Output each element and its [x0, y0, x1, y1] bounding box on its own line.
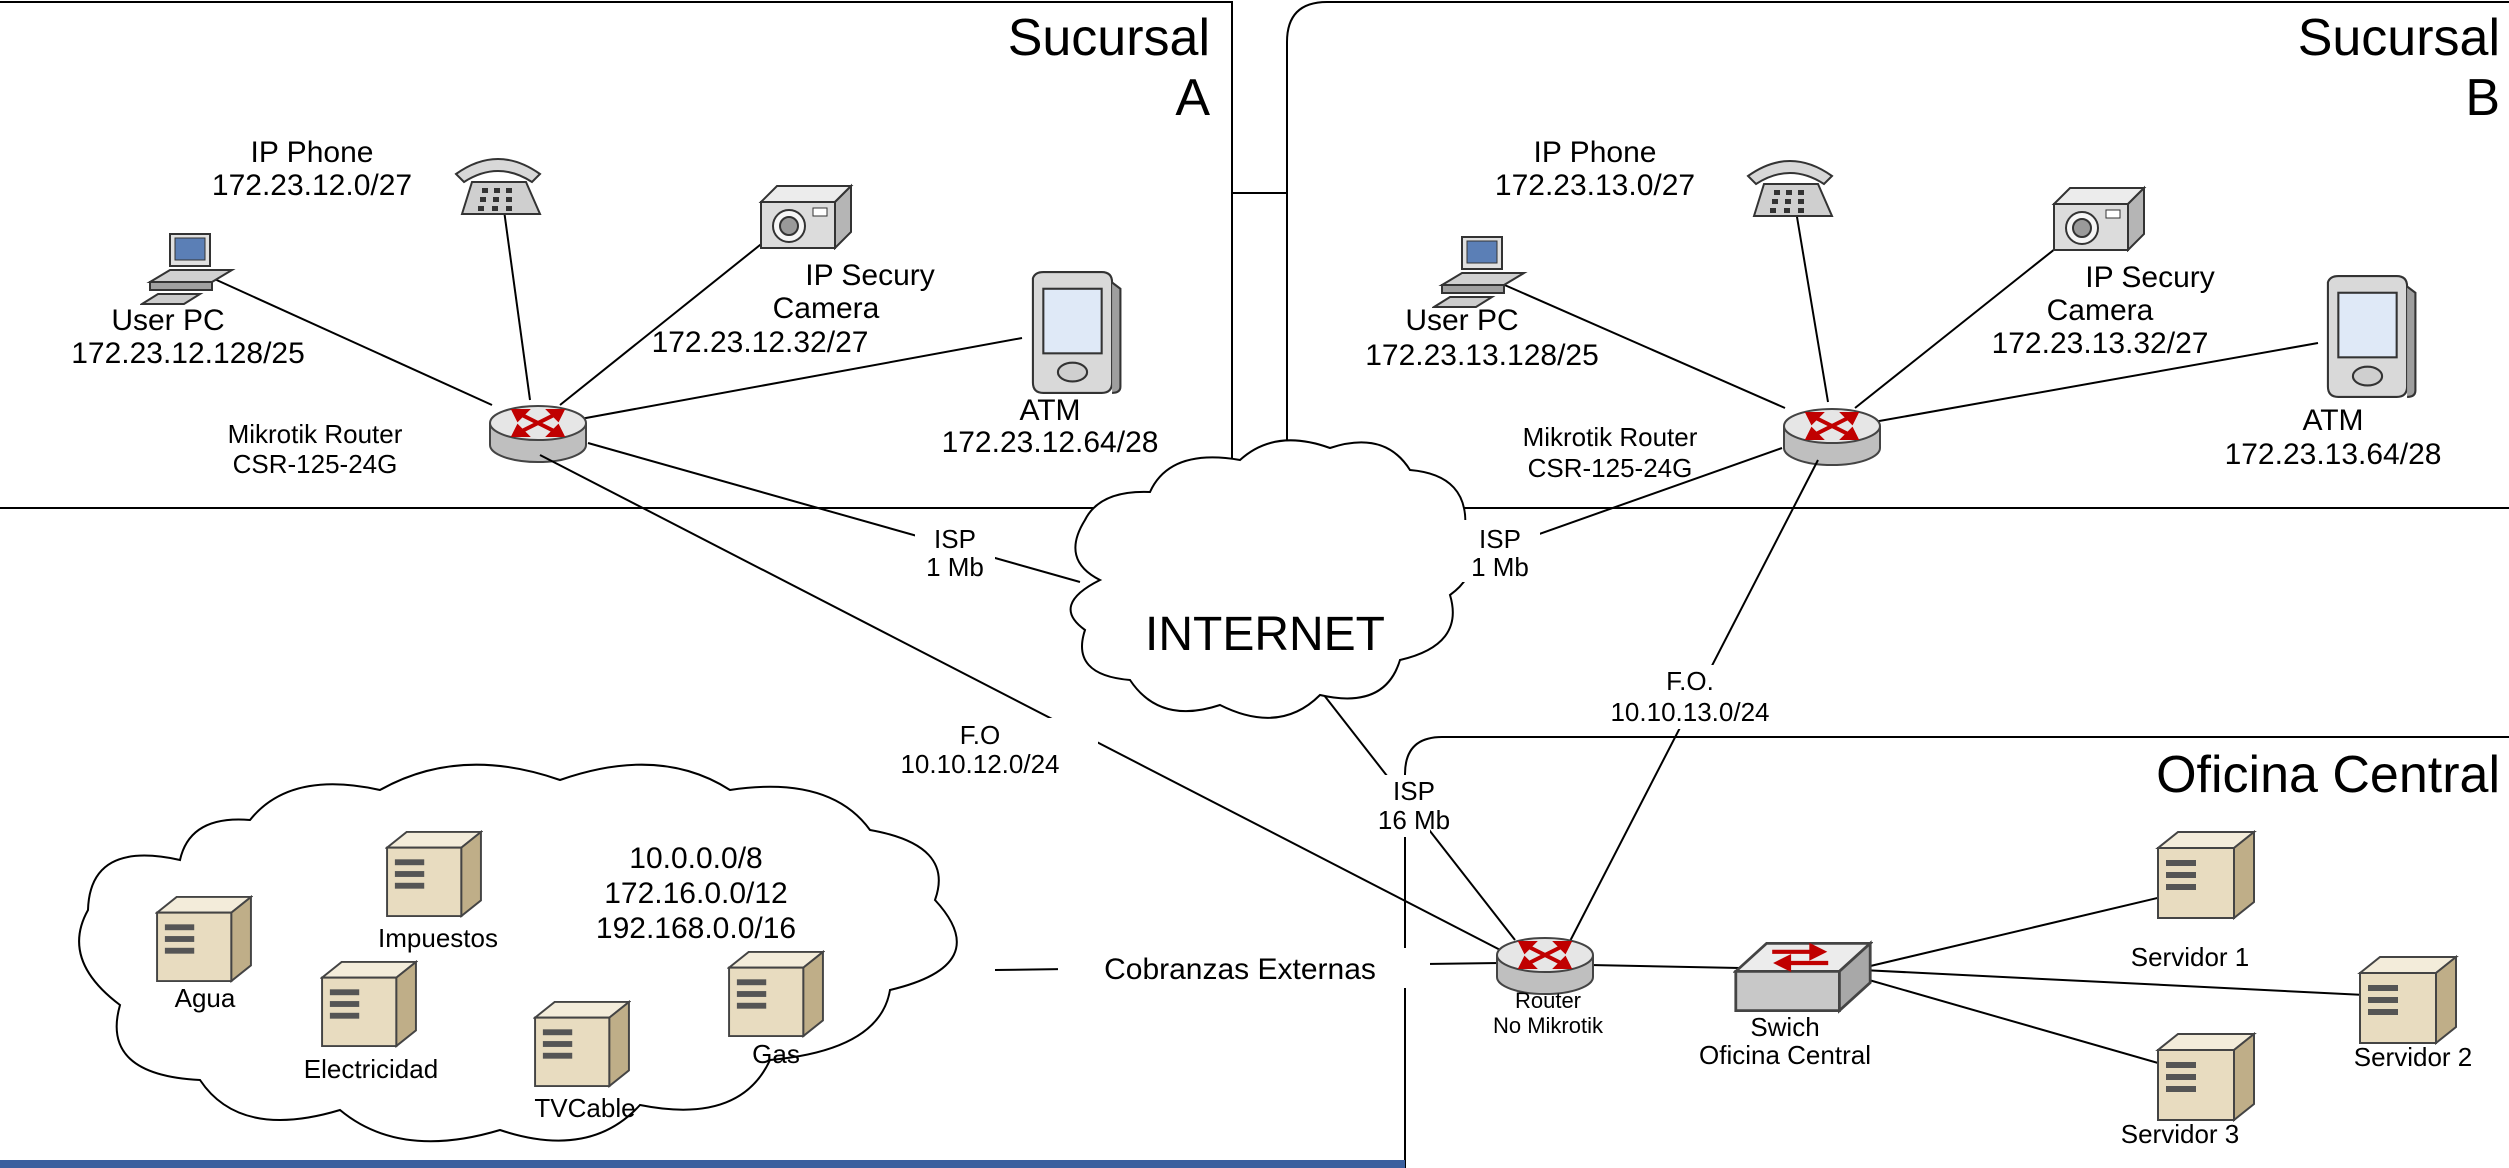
camera-icon — [2053, 187, 2145, 251]
site-b-atm-label: ATM — [2302, 404, 2363, 437]
link-a-camera — [559, 232, 776, 406]
site-a-phone-label: IP Phone — [251, 136, 374, 169]
server-icon — [2156, 830, 2256, 920]
svg-text:F.O: F.O — [960, 720, 1000, 750]
footer-bar — [0, 1160, 1405, 1168]
server-icon — [534, 1000, 630, 1088]
svg-text:ISP: ISP — [1393, 776, 1435, 806]
site-b-camera-ip: 172.23.13.32/27 — [1992, 327, 2209, 360]
link-b-atm — [1867, 342, 2319, 424]
svg-text:10.10.13.0/24: 10.10.13.0/24 — [1610, 697, 1769, 727]
link-switch-server-2 — [1861, 969, 2366, 996]
camera-icon — [760, 185, 852, 249]
server-icon — [156, 895, 252, 983]
isp-b-label: ISP 1 Mb — [1460, 520, 1540, 582]
router-icon — [488, 404, 588, 464]
site-b-title-1: Sucursal — [2298, 9, 2500, 67]
link-a-pc — [209, 276, 493, 406]
link-a-phone — [502, 202, 531, 401]
site-b-phone-label: IP Phone — [1534, 136, 1657, 169]
svg-text:1 Mb: 1 Mb — [926, 552, 984, 582]
server-icon — [321, 960, 417, 1048]
link-b-phone — [1794, 204, 1829, 403]
site-a-router-model: CSR-125-24G — [233, 449, 398, 479]
central-router-label-2: No Mikrotik — [1493, 1013, 1604, 1038]
network-range-1: 10.0.0.0/8 — [629, 842, 762, 875]
fo-a-label: F.O 10.10.12.0/24 — [862, 718, 1098, 780]
svg-text:10.10.12.0/24: 10.10.12.0/24 — [900, 749, 1059, 779]
internet-cloud: INTERNET — [1069, 439, 1474, 719]
svg-text:ISP: ISP — [1479, 524, 1521, 554]
server-1-label: Servidor 1 — [2131, 942, 2250, 972]
site-a-atm-label: ATM — [1019, 394, 1080, 427]
site-b-pc-label: User PC — [1405, 304, 1518, 337]
site-b-pc-ip: 172.23.13.128/25 — [1365, 339, 1599, 372]
site-a-camera-label-2: Camera — [773, 292, 880, 325]
service-tvcable: TVCable — [534, 1093, 635, 1123]
service-electricidad: Electricidad — [304, 1054, 438, 1084]
site-b-frame — [1286, 1, 2509, 509]
svg-text:ISP: ISP — [934, 524, 976, 554]
link-b-pc — [1499, 282, 1786, 409]
site-b-camera-label-2: Camera — [2047, 294, 2154, 327]
service-agua: Agua — [175, 983, 236, 1013]
site-a-title-2: A — [1175, 69, 1210, 127]
service-gas: Gas — [752, 1039, 800, 1069]
central-router-label-1: Router — [1515, 988, 1581, 1013]
site-b-atm-ip: 172.23.13.64/28 — [2225, 438, 2442, 471]
server-3-label: Servidor 3 — [2121, 1119, 2240, 1149]
site-a-atm-ip: 172.23.12.64/28 — [942, 426, 1159, 459]
server-icon — [2358, 955, 2458, 1045]
network-range-3: 192.168.0.0/16 — [596, 912, 796, 945]
server-icon — [386, 830, 482, 918]
svg-text:1 Mb: 1 Mb — [1471, 552, 1529, 582]
link-a-atm — [574, 337, 1023, 421]
fo-b-label: F.O. 10.10.13.0/24 — [1570, 665, 1806, 729]
external-cloud: Agua Impuestos Electricidad TVCable Gas … — [78, 763, 958, 1143]
site-a-camera-ip: 172.23.12.32/27 — [652, 326, 869, 359]
site-a-pc-ip: 172.23.12.128/25 — [71, 337, 305, 370]
link-switch-server-3 — [1861, 977, 2166, 1066]
site-b-camera-label-1: IP Secury — [2085, 261, 2215, 294]
link-router-switch — [1589, 964, 1741, 969]
central-switch-label-1: Swich — [1750, 1012, 1819, 1042]
server-icon — [2156, 1032, 2256, 1122]
switch-icon — [1736, 943, 1870, 1010]
site-a-pc-label: User PC — [111, 304, 224, 337]
site-b-title-2: B — [2465, 69, 2500, 127]
isp-a-label: ISP 1 Mb — [915, 520, 995, 582]
link-switch-server-1 — [1861, 894, 2171, 969]
server-2-label: Servidor 2 — [2354, 1042, 2473, 1072]
external-link-label: Cobranzas Externas — [1104, 953, 1376, 986]
atm-icon — [2326, 275, 2417, 398]
site-a-router-label: Mikrotik Router — [228, 419, 403, 449]
isp-central-label: ISP 16 Mb — [1350, 775, 1450, 837]
site-a-title-1: Sucursal — [1008, 9, 1210, 67]
site-b-phone-ip: 172.23.13.0/27 — [1495, 169, 1695, 202]
atm-icon — [1031, 271, 1122, 394]
server-icon — [728, 950, 824, 1038]
router-icon — [1495, 936, 1595, 996]
site-b: Sucursal B IP Phone 172.23.13.0/27 User … — [1286, 1, 2509, 509]
service-impuestos: Impuestos — [378, 923, 498, 953]
site-b-router-label: Mikrotik Router — [1523, 422, 1698, 452]
svg-text:F.O.: F.O. — [1666, 666, 1714, 696]
router-icon — [1782, 407, 1882, 467]
central-switch-label-2: Oficina Central — [1699, 1040, 1871, 1070]
central-title: Oficina Central — [2156, 746, 2500, 804]
link-a-fo — [539, 454, 1511, 956]
internet-label: INTERNET — [1145, 608, 1385, 661]
svg-text:16 Mb: 16 Mb — [1378, 805, 1450, 835]
network-range-2: 172.16.0.0/12 — [604, 877, 788, 910]
site-b-router-model: CSR-125-24G — [1528, 453, 1693, 483]
site-a-phone-ip: 172.23.12.0/27 — [212, 169, 412, 202]
link-a-internet — [587, 442, 1081, 583]
site-a-camera-label-1: IP Secury — [805, 259, 935, 292]
site-a: Sucursal A IP Phone 172.23.12.0/27 User … — [0, 1, 1233, 509]
link-b-camera — [1854, 232, 2076, 409]
